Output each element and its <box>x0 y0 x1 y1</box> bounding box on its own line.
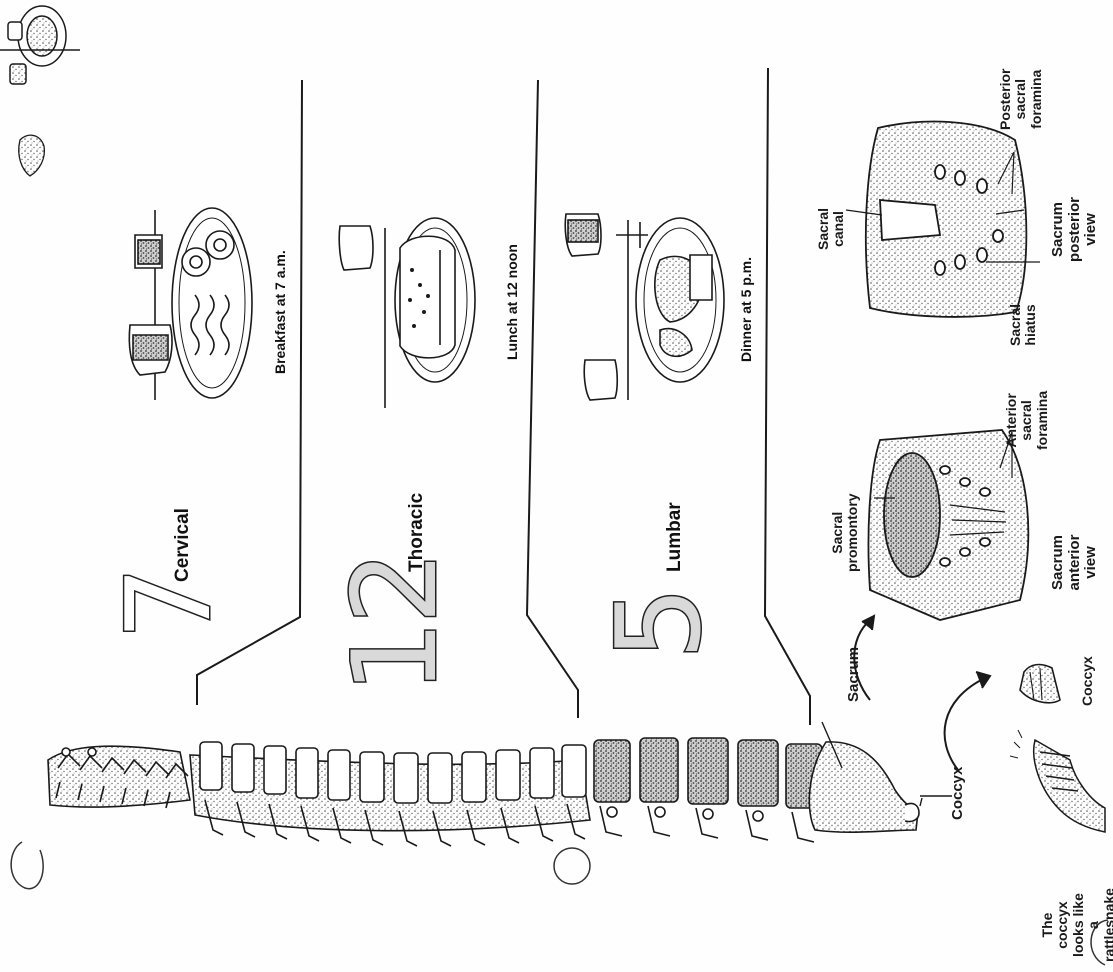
binder-hole-top <box>11 842 43 889</box>
thoracic-vertebrae <box>190 742 590 846</box>
sacrum-anterior-view-drawing <box>868 430 1028 620</box>
sacral-hiatus-line2: hiatus <box>1023 304 1038 346</box>
sacral-promontory-line2: promontory <box>845 493 860 572</box>
sacrum-anterior-title: Sacrum anterior view <box>1050 531 1100 594</box>
sacrum-posterior-title-line2: posterior view <box>1067 197 1100 262</box>
sacrum-posterior-view-drawing <box>846 122 1040 317</box>
mnemonic-line2: looks like a <box>1071 888 1102 962</box>
rattlesnake-tail-drawing <box>1010 730 1105 832</box>
anterior-sacral-foramina-label: Anterior sacral foramina <box>1004 391 1050 450</box>
lunch-caption: Lunch at 12 noon <box>504 244 520 360</box>
spine <box>48 738 919 846</box>
sacral-promontory-line1: Sacral <box>830 493 845 572</box>
lumbar-vertebrae <box>594 738 822 842</box>
posterior-foramina-line2: sacral <box>1013 69 1028 130</box>
sacrum-posterior-title-line1: Sacrum <box>1050 197 1067 262</box>
coccyx-detail-label: Coccyx <box>1080 656 1095 706</box>
sacral-canal-line1: Sacral <box>816 208 831 250</box>
sacrum-coccyx <box>809 742 919 832</box>
mnemonic-line3: rattlesnake tail <box>1102 888 1113 962</box>
posterior-foramina-line1: Posterior <box>998 69 1013 130</box>
thoracic-label: Thoracic <box>406 493 428 572</box>
arrows <box>854 616 990 770</box>
cervical-count: 7 <box>112 570 228 640</box>
sacral-hiatus-label: Sacral hiatus <box>1008 304 1039 346</box>
divider-lumbar-sacrum <box>765 68 810 725</box>
top-rattle-icon <box>19 135 45 176</box>
lumbar-label: Lumbar <box>664 502 686 572</box>
rattlesnake-mnemonic: The coccyx looks like a rattlesnake tail <box>1040 888 1113 962</box>
mnemonic-line1: The coccyx <box>1040 888 1071 962</box>
binder-hole-middle <box>554 848 590 884</box>
dinner-caption: Dinner at 5 p.m. <box>738 257 754 362</box>
posterior-sacral-foramina-label: Posterior sacral foramina <box>998 69 1044 130</box>
sacral-promontory-label: Sacral promontory <box>830 493 861 572</box>
sacral-canal-label: Sacral canal <box>816 208 847 250</box>
sacral-hiatus-line1: Sacral <box>1008 304 1023 346</box>
anterior-foramina-line2: sacral <box>1019 391 1034 450</box>
sacrum-anterior-title-line2: anterior view <box>1067 531 1100 594</box>
posterior-foramina-line3: foramina <box>1029 69 1044 130</box>
leader-coccyx-tip <box>920 798 922 806</box>
coccyx-arrow-head <box>976 672 990 688</box>
thoracic-count: 12 <box>338 554 454 694</box>
breakfast-illustration <box>129 208 252 400</box>
sacrum-posterior-title: Sacrum posterior view <box>1050 197 1100 262</box>
binder-holes <box>11 842 1108 965</box>
dinner-illustration <box>565 214 724 400</box>
cervical-vertebrae <box>48 746 190 808</box>
lumbar-count: 5 <box>602 590 718 660</box>
anterior-foramina-line3: foramina <box>1035 391 1050 450</box>
sacral-canal-line2: canal <box>831 208 846 250</box>
lunch-illustration <box>339 218 475 408</box>
anterior-foramina-line1: Anterior <box>1004 391 1019 450</box>
sacrum-anterior-title-line1: Sacrum <box>1050 531 1067 594</box>
cervical-label: Cervical <box>172 508 194 582</box>
coccyx-label: Coccyx <box>950 767 967 820</box>
coccyx-detail-drawing <box>1020 665 1060 703</box>
breakfast-caption: Breakfast at 7 a.m. <box>272 250 288 374</box>
coccyx-arrow <box>945 678 985 770</box>
top-meal-icon <box>0 6 80 84</box>
divider-thoracic-lumbar <box>527 80 578 718</box>
sacrum-label: Sacrum <box>846 647 863 702</box>
